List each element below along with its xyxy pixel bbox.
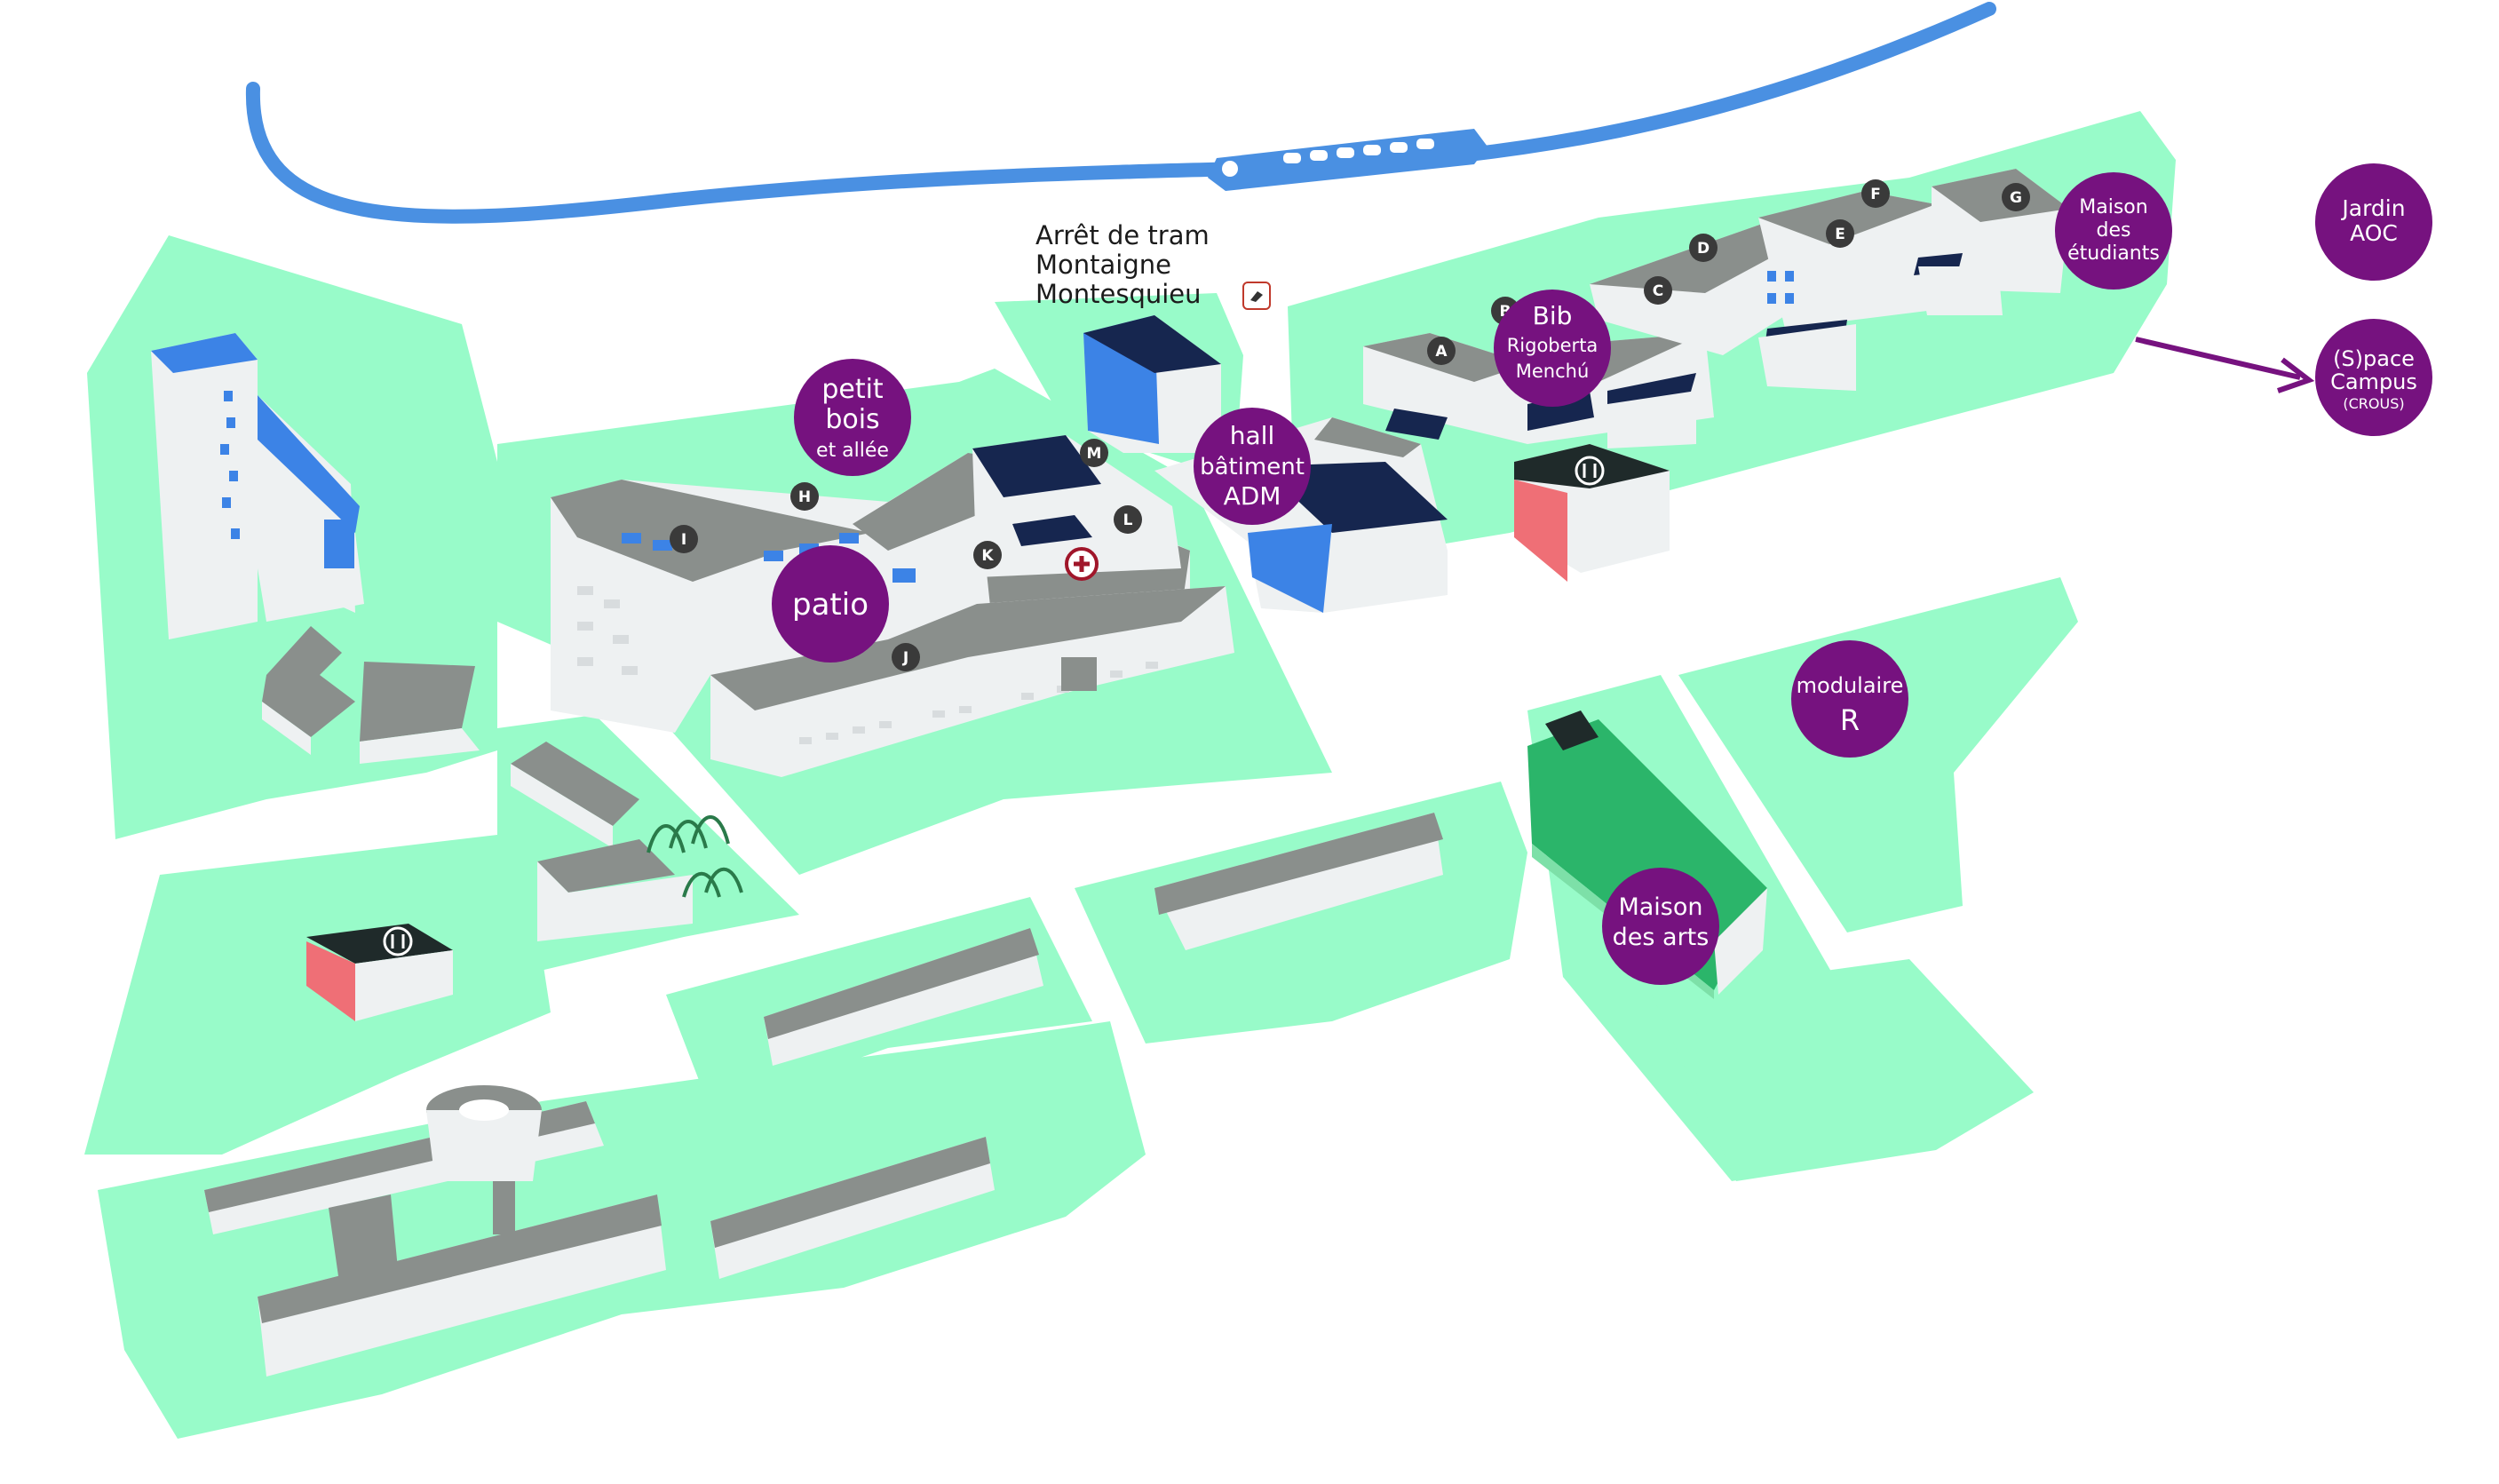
svg-text:J: J [902, 649, 908, 667]
poi-jardin-aoc[interactable]: Jardin AOC [2315, 163, 2432, 281]
svg-text:AOC: AOC [2350, 220, 2398, 246]
poi-patio[interactable]: patio [772, 545, 889, 663]
building-resto-east [1514, 444, 1670, 582]
svg-text:Jardin: Jardin [2340, 195, 2405, 221]
svg-text:et allée: et allée [816, 440, 889, 462]
svg-text:Campus: Campus [2330, 369, 2417, 394]
svg-text:M: M [1087, 445, 1102, 463]
svg-text:(S)pace: (S)pace [2333, 346, 2415, 371]
svg-text:D: D [1697, 240, 1710, 258]
svg-text:bois: bois [825, 404, 879, 435]
svg-text:C: C [1653, 282, 1663, 300]
tram-stop-line1: Arrêt de tram [1035, 220, 1210, 250]
svg-text:des: des [2097, 219, 2131, 242]
svg-text:ADM: ADM [1224, 481, 1281, 511]
poi-petit-bois[interactable]: petit bois et allée [794, 359, 911, 476]
letter-badge-i[interactable]: I [670, 525, 698, 553]
poi-hall-adm[interactable]: hall bâtiment ADM [1194, 408, 1311, 525]
svg-text:E: E [1835, 226, 1845, 243]
svg-text:R: R [1840, 703, 1860, 737]
letter-badge-l[interactable]: L [1114, 505, 1142, 534]
svg-text:étudiants: étudiants [2067, 242, 2160, 265]
svg-text:patio: patio [792, 587, 869, 623]
building-resto-west [306, 924, 453, 1021]
svg-text:G: G [2010, 189, 2022, 207]
svg-text:L: L [1123, 512, 1133, 529]
restaurant-icon [1575, 456, 1605, 486]
building-south-complex [204, 1085, 666, 1377]
svg-text:A: A [1435, 343, 1448, 361]
svg-text:Maison: Maison [1618, 893, 1702, 921]
building-row-ag [1363, 169, 2069, 448]
poi-modulaire-r[interactable]: modulaire R [1791, 640, 1908, 758]
tram-vehicle [1208, 129, 1488, 191]
svg-text:(CROUS): (CROUS) [2343, 395, 2404, 412]
building-west-small [262, 626, 480, 764]
ground-east [1678, 577, 2078, 932]
building-tram-tower [1083, 315, 1221, 453]
tram-line [245, 2, 1996, 224]
tram-stop-line3: Montesquieu [1035, 279, 1202, 309]
poi-maison-arts[interactable]: Maison des arts [1602, 868, 1719, 985]
letter-badge-k[interactable]: K [973, 541, 1002, 569]
first-aid-icon [1065, 547, 1099, 581]
svg-text:I: I [681, 531, 686, 549]
letter-badge-e[interactable]: E [1826, 219, 1854, 248]
letter-badge-c[interactable]: C [1644, 276, 1672, 305]
letter-badge-m[interactable]: M [1080, 439, 1108, 467]
svg-text:Menchú: Menchú [1516, 361, 1590, 382]
ground-south-west [84, 835, 551, 1155]
poi-maison-etudiants[interactable]: Maison des étudiants [2055, 172, 2172, 290]
letter-badge-j[interactable]: J [892, 643, 920, 671]
tram-track [245, 2, 1996, 224]
arrow-right-icon [2135, 337, 2315, 393]
poi-markers: petit bois et allée patio hall bâtiment … [772, 163, 2432, 985]
svg-text:H: H [798, 488, 811, 506]
tram-stop-line2: Montaigne [1035, 250, 1171, 280]
building-bars-south [710, 813, 1443, 1279]
svg-text:Maison: Maison [2079, 196, 2147, 218]
svg-text:Bib: Bib [1533, 301, 1573, 330]
building-j [710, 586, 1234, 777]
letter-badge-a[interactable]: A [1427, 337, 1456, 365]
svg-text:Rigoberta: Rigoberta [1507, 335, 1599, 356]
letter-badge-d[interactable]: D [1689, 234, 1718, 262]
svg-text:bâtiment: bâtiment [1200, 454, 1305, 480]
svg-text:des arts: des arts [1613, 924, 1710, 951]
svg-text:hall: hall [1230, 421, 1274, 450]
svg-text:petit: petit [821, 374, 884, 405]
building-letters: A B C D E F G H I J K L M [670, 179, 2030, 671]
building-west-tower [151, 333, 364, 639]
building-west-rows [511, 742, 743, 941]
building-ml [972, 435, 1181, 577]
tram-icon [1242, 282, 1271, 310]
letter-badge-f[interactable]: F [1861, 179, 1890, 208]
poi-space-campus[interactable]: (S)pace Campus (CROUS) [2315, 319, 2432, 436]
ground-lower-right [1652, 959, 2034, 1181]
restaurant-icon [383, 926, 413, 956]
svg-text:modulaire: modulaire [1797, 673, 1904, 698]
svg-text:F: F [1870, 186, 1881, 203]
poi-bib[interactable]: Bib Rigoberta Menchú [1494, 290, 1611, 407]
letter-badge-g[interactable]: G [2002, 183, 2030, 211]
letter-badge-h[interactable]: H [790, 482, 819, 511]
tram-stop-label: Arrêt de tram Montaigne Montesquieu [1035, 220, 1210, 309]
svg-text:K: K [981, 547, 994, 565]
